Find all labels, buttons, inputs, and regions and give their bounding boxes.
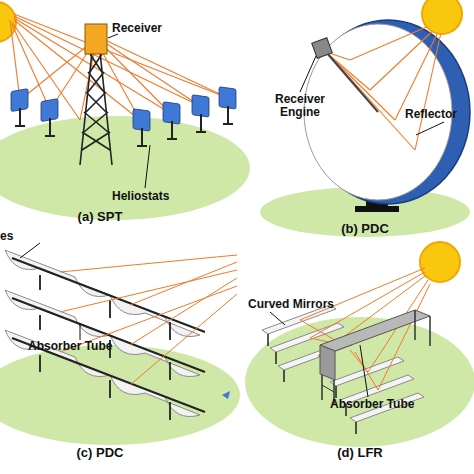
part-label: Heliostats <box>112 190 192 203</box>
part-label: es <box>0 230 30 243</box>
solar-power-tower <box>0 2 250 220</box>
sun-rays <box>60 255 237 385</box>
absorber-tubes <box>12 258 205 412</box>
ground <box>0 345 240 445</box>
leader-line <box>360 345 368 397</box>
sun <box>420 242 460 282</box>
dish-base <box>355 206 399 212</box>
parabolic-trough <box>0 243 240 445</box>
mirror-legs <box>268 334 356 434</box>
dish-receiver <box>312 38 333 59</box>
tower-receiver <box>85 24 107 54</box>
ground <box>0 116 250 220</box>
tower-lattice <box>80 52 112 165</box>
figure-caption: (a) SPT <box>60 210 140 224</box>
leader-line <box>270 312 285 325</box>
part-label: Receiver <box>112 22 182 35</box>
sun-rays <box>300 268 430 390</box>
heliostats <box>11 87 236 146</box>
receiver-arm <box>326 52 378 112</box>
part-label: Receiver Engine <box>268 93 332 119</box>
flow-arrow <box>222 391 230 399</box>
linear-fresnel-reflector <box>245 242 474 447</box>
figure-caption: (c) PDC <box>60 446 140 460</box>
sun <box>0 2 16 42</box>
figure-caption: (b) PDC <box>325 222 405 236</box>
part-label: Curved Mirrors <box>248 298 348 311</box>
leader-line <box>300 56 316 92</box>
part-label: Absorber Tube <box>330 398 430 411</box>
leader-line <box>20 243 40 258</box>
figure-caption: (d) LFR <box>320 446 400 460</box>
part-label: Reflector <box>405 108 473 121</box>
part-label: Absorber Tube <box>28 340 128 353</box>
leader-line <box>145 145 150 188</box>
leader-line <box>80 323 81 340</box>
sun <box>422 0 462 34</box>
leader-line <box>416 122 444 135</box>
absorber-structure <box>320 310 430 405</box>
